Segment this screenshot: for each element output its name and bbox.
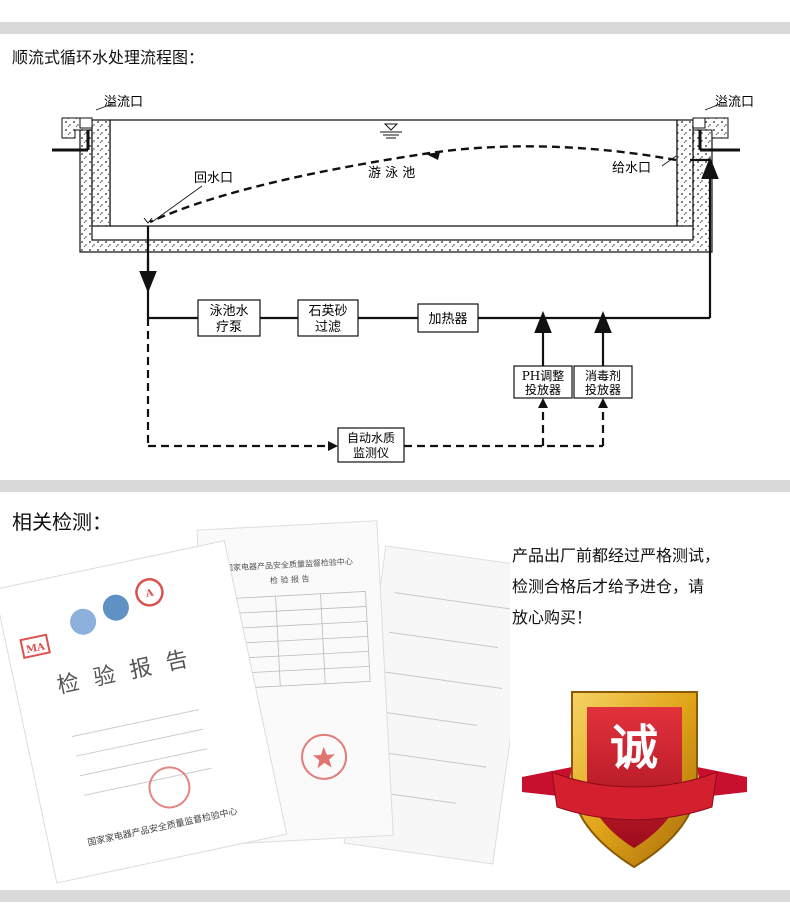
pool-flow-curve — [149, 145, 677, 224]
monitor-piping — [146, 318, 605, 448]
overflow-right-label: 溢流口 — [715, 95, 754, 110]
return-inlet-icon — [143, 217, 153, 224]
quality-slogan: 产品出厂前都经过严格测试， 检测合格后才给予进仓，请 放心购买！ — [512, 540, 772, 633]
slogan-line-2: 检测合格后才给予进仓，请 — [512, 577, 705, 596]
disinfectant-dispenser-box: 消毒剂 投放器 — [573, 365, 633, 399]
svg-text:泳池水: 泳池水 — [209, 304, 248, 319]
top-divider-bar — [0, 22, 790, 34]
honesty-shield-badge: 诚 — [522, 691, 747, 869]
inspection-section-title: 相关检测： — [12, 510, 112, 534]
svg-text:投放器: 投放器 — [525, 382, 561, 397]
overflow-left: 溢流口 — [52, 95, 143, 152]
overflow-left-label: 溢流口 — [104, 95, 143, 110]
svg-text:A: A — [144, 588, 155, 601]
svg-text:过滤: 过滤 — [315, 320, 341, 335]
pool-flow-diagram: 溢流口 溢流口 游 泳 池 回水口 给水口 — [52, 95, 754, 463]
slogan-line-3: 放心购买！ — [512, 608, 593, 627]
water-quality-monitor-box: 自动水质 监测仪 — [337, 427, 405, 463]
certification-logos: MA A — [19, 578, 164, 659]
flow-section-title: 顺流式循环水处理流程图： — [12, 48, 205, 67]
svg-text:MA: MA — [25, 641, 46, 656]
honesty-character: 诚 — [610, 720, 658, 776]
svg-text:监测仪: 监测仪 — [353, 446, 389, 460]
ph-dispenser-box: PH调整 投放器 — [513, 365, 573, 399]
heater-box: 加热器 — [417, 303, 479, 333]
svg-text:投放器: 投放器 — [585, 382, 621, 397]
middle-divider-bar — [0, 480, 790, 492]
pump-box: 泳池水 疗泵 — [197, 299, 261, 337]
svg-text:检 验 报 告: 检 验 报 告 — [270, 573, 310, 585]
svg-text:自动水质: 自动水质 — [347, 431, 395, 445]
report-page-back — [343, 545, 510, 865]
filter-box: 石英砂 过滤 — [297, 299, 359, 337]
inspection-reports-image: 国家电器产品安全质量监督检验中心 检 验 报 告 MA A 检 验 报 告 国家 — [0, 520, 510, 884]
report-cover: MA A 检 验 报 告 国家家电器产品安全质量监督检验中心 — [0, 540, 288, 884]
return-inlet-label: 回水口 — [194, 171, 233, 186]
svg-text:石英砂: 石英砂 — [308, 304, 347, 319]
bottom-divider-bar — [0, 890, 790, 902]
svg-text:疗泵: 疗泵 — [216, 320, 242, 335]
svg-text:消毒剂: 消毒剂 — [585, 368, 621, 383]
pool-label: 游 泳 池 — [368, 166, 415, 181]
supply-inlet-label: 给水口 — [612, 161, 651, 176]
slogan-line-1: 产品出厂前都经过严格测试， — [512, 546, 721, 565]
svg-text:加热器: 加热器 — [428, 312, 467, 327]
svg-text:PH调整: PH调整 — [522, 368, 565, 383]
water-level-icon — [380, 123, 402, 139]
overflow-right: 溢流口 — [692, 95, 754, 152]
pool-flow-arrow — [426, 152, 440, 160]
pool-basin — [79, 119, 713, 253]
